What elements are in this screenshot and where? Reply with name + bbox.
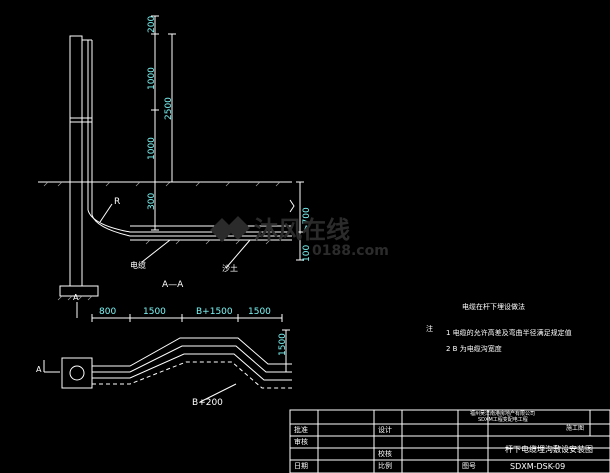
dim-b-plus-1500: B+1500 bbox=[196, 307, 233, 317]
cable-bend bbox=[87, 209, 292, 233]
watermark-brand: 沐风在线 bbox=[254, 216, 350, 244]
row-label-approve: 批准 bbox=[294, 426, 308, 434]
label-sand: 沙土 bbox=[222, 264, 238, 273]
mid-label-check: 校核 bbox=[378, 450, 392, 458]
row-label-date: 日期 bbox=[294, 462, 308, 470]
title-block bbox=[289, 409, 610, 473]
note-item-2: 2 B 为电缆沟宽度 bbox=[446, 345, 502, 353]
marker-a-left: A bbox=[36, 365, 42, 374]
mid-label-scale: 比例 bbox=[378, 462, 392, 470]
label-cable: 电缆 bbox=[130, 261, 146, 270]
dim-b-plus-200: B+200 bbox=[192, 398, 223, 408]
dim-100: 100 bbox=[302, 244, 312, 262]
dim-1500-vertical: 1500 bbox=[278, 333, 288, 356]
mid-label-design: 设计 bbox=[378, 426, 392, 434]
notes-title: 电缆在杆下埋设做法 bbox=[462, 303, 525, 311]
dim-2500: 2500 bbox=[164, 97, 174, 120]
label-radius: R bbox=[114, 197, 121, 207]
dim-200: 200 bbox=[147, 15, 157, 33]
company-line-2: SDXM工程变配电工程 bbox=[478, 417, 528, 423]
note-item-1: 1 电缆的允许高差及弯曲半径满足规定值 bbox=[446, 329, 572, 337]
pole-circle bbox=[69, 365, 85, 381]
cable-plan-1 bbox=[92, 337, 292, 367]
marker-a-bottom: A bbox=[73, 293, 79, 302]
dim-1500-b: 1500 bbox=[248, 307, 271, 317]
ground-hatch bbox=[43, 181, 281, 187]
watermark-site: 0188.com bbox=[312, 243, 389, 259]
dim-800: 800 bbox=[99, 307, 117, 317]
section-label: A—A bbox=[162, 280, 184, 290]
drawing-number: SDXM-DSK-09 bbox=[510, 462, 566, 471]
stage-label: 施工图 bbox=[566, 425, 585, 432]
pole-foundation bbox=[59, 285, 99, 297]
utility-pole bbox=[69, 35, 83, 287]
watermark-logo bbox=[210, 216, 250, 242]
dim-1000-top: 1000 bbox=[147, 67, 157, 90]
section-view bbox=[38, 15, 304, 301]
plan-view bbox=[43, 302, 292, 403]
dim-1500-a: 1500 bbox=[143, 307, 166, 317]
company-line-1: 福州吴洋南港房地产有限公司 bbox=[470, 411, 536, 417]
dim-300: 300 bbox=[147, 192, 157, 210]
notes-prefix: 注 bbox=[426, 325, 433, 333]
dim-1000-bottom: 1000 bbox=[147, 137, 157, 160]
row-label-review: 审核 bbox=[294, 438, 308, 446]
drawing-title: 杆下电缆埋沟敷设安装图 bbox=[505, 445, 593, 454]
pole-box bbox=[61, 357, 93, 389]
drawing-no-label: 图号 bbox=[462, 462, 476, 470]
